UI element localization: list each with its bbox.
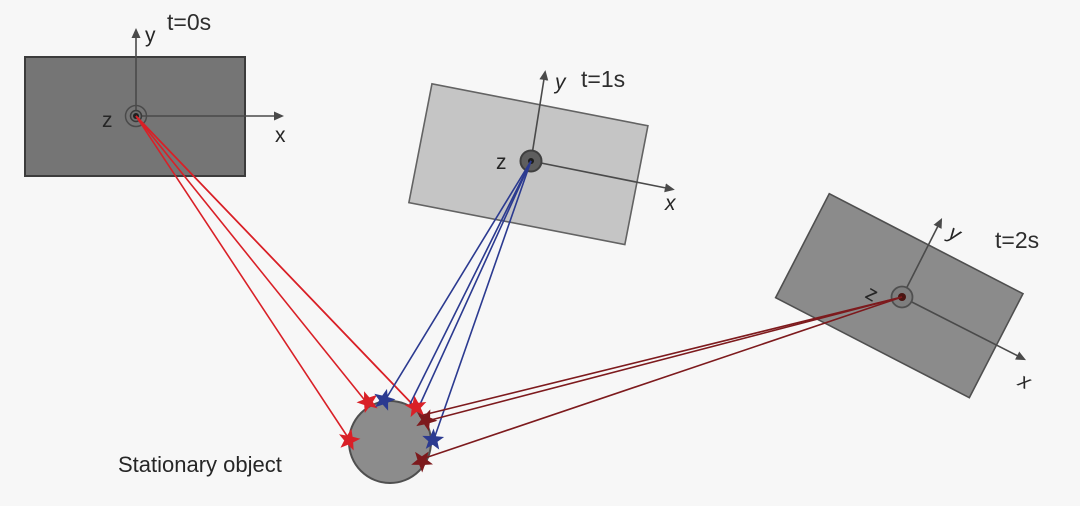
- axis-label-y-t1: y: [553, 71, 567, 94]
- x-axis-line-t1: [530, 160, 675, 193]
- observation-ray: [135, 115, 420, 412]
- observation-ray: [421, 296, 903, 460]
- x-axis-line-t2: [901, 296, 1027, 361]
- time-label-t2: t=2s: [995, 227, 1039, 253]
- axis-label-y-t0: y: [145, 24, 156, 47]
- time-label-t0: t=0s: [167, 9, 211, 35]
- observation-ray: [383, 160, 532, 403]
- observation-ray: [409, 160, 532, 405]
- observation-rays-t2: [418, 296, 903, 460]
- observation-ray: [433, 160, 532, 440]
- observation-ray: [426, 296, 903, 422]
- y-axis-line-t1: [530, 70, 549, 162]
- observation-rays-t1: [383, 160, 532, 440]
- observation-rays-t0: [135, 115, 420, 440]
- time-label-t1: t=1s: [581, 66, 625, 92]
- stationary-object-label: Stationary object: [118, 452, 282, 477]
- sensor-frame-t0: [24, 28, 284, 177]
- axis-label-z-t0: z: [102, 109, 113, 132]
- axis-label-x-t0: x: [275, 124, 286, 147]
- axis-label-x-t1: x: [664, 192, 677, 215]
- y-axis-line-t2: [901, 217, 943, 298]
- sensor-frame-t2: [774, 192, 1027, 399]
- axis-label-z-t1: z: [496, 151, 507, 174]
- observation-ray: [418, 296, 903, 417]
- observation-ray: [135, 115, 350, 440]
- observation-ray: [416, 160, 532, 412]
- observation-ray: [135, 115, 368, 404]
